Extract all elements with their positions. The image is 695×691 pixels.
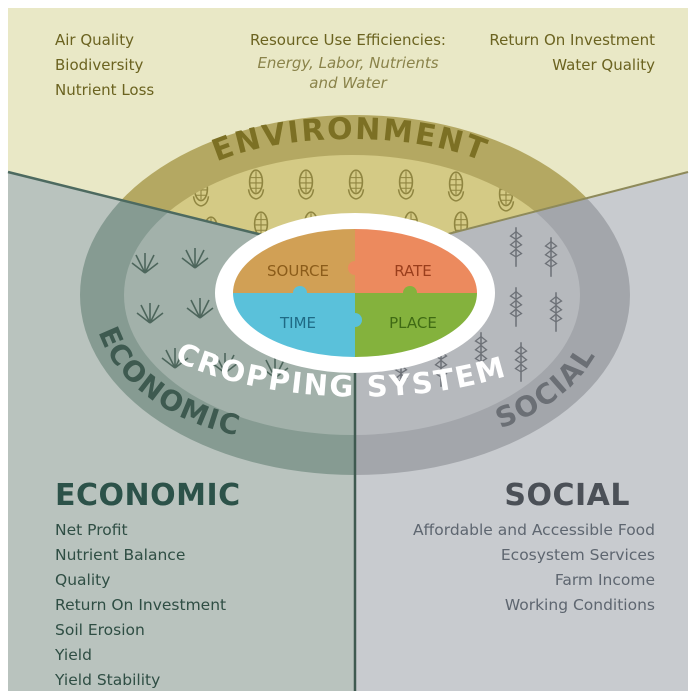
rate-label: RATE [394,262,432,280]
source-label: SOURCE [267,262,329,280]
place-label: PLACE [389,314,437,332]
economic-item: Nutrient Balance [55,546,186,564]
social-item: Farm Income [554,571,655,589]
social-heading: SOCIAL [504,478,630,513]
env-item-nutrient-loss: Nutrient Loss [55,81,155,99]
social-item: Ecosystem Services [500,546,655,564]
env-resource-title: Resource Use Efficiencies: [250,31,446,49]
time-label: TIME [279,314,316,332]
economic-item: Return On Investment [55,596,227,614]
env-item-air-quality: Air Quality [55,31,134,49]
env-resource-sub-2: and Water [309,74,387,92]
social-item: Working Conditions [504,596,655,614]
env-item-return-on-investment: Return On Investment [489,31,655,49]
economic-item: Quality [55,571,111,589]
env-resource-sub-1: Energy, Labor, Nutrients [257,54,439,72]
env-item-water-quality: Water Quality [552,56,655,74]
economic-item: Yield [55,646,92,664]
economic-item: Yield Stability [55,671,161,689]
economic-item: Net Profit [55,521,128,539]
economic-heading: ECONOMIC [55,478,241,513]
economic-item: Soil Erosion [55,621,145,639]
env-item-biodiversity: Biodiversity [55,56,144,74]
social-item: Affordable and Accessible Food [412,521,655,539]
